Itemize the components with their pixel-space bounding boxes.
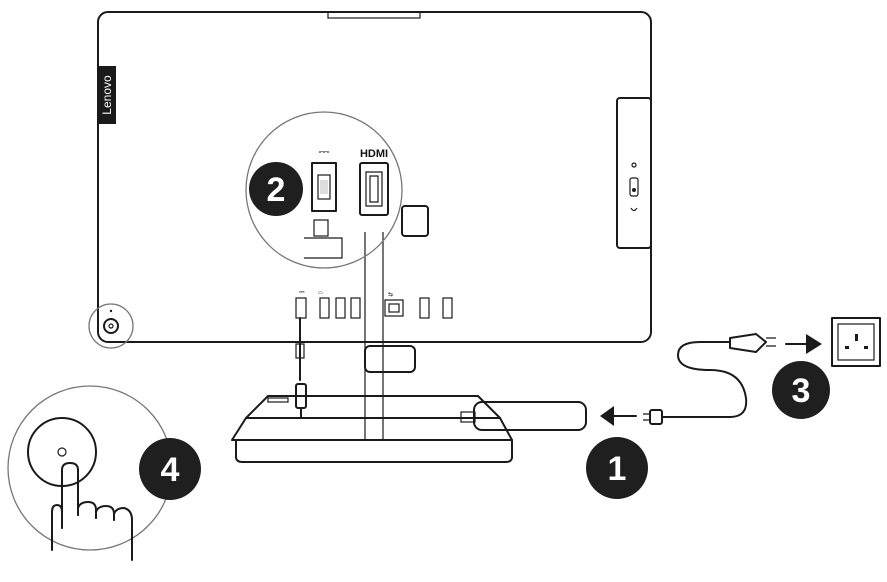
power-adapter — [460, 401, 587, 431]
arrow-to-outlet — [785, 334, 822, 354]
side-control-panel — [616, 97, 652, 249]
power-cable — [295, 317, 471, 419]
wall-outlet — [831, 317, 881, 367]
lenovo-logo: Lenovo — [97, 66, 116, 124]
monitor-stand — [231, 205, 513, 463]
rear-port-row: ⎓ ▭ ⇆ — [295, 289, 453, 319]
svg-text:⎓: ⎓ — [299, 289, 305, 296]
step-badge-1: 1 — [586, 437, 648, 499]
svg-text:▭: ▭ — [318, 290, 323, 296]
hdmi-label: HDMI — [360, 148, 388, 160]
power-button-callout — [88, 303, 134, 349]
monitor-back: Lenovo ⎓ ▭ ⇆ — [88, 11, 652, 349]
step-number-2: 2 — [267, 171, 286, 209]
power-port-symbol: ⎓ — [318, 143, 329, 159]
step-number-4: 4 — [161, 451, 180, 489]
step-badge-2: 2 — [249, 162, 303, 216]
step-number-3: 3 — [792, 372, 811, 410]
port-zoom-callout: ⎓ HDMI — [245, 111, 403, 269]
lenovo-logo-text: Lenovo — [100, 75, 114, 115]
arrow-to-adapter — [600, 406, 637, 426]
svg-text:⇆: ⇆ — [388, 291, 393, 298]
ac-cord — [643, 333, 776, 425]
step-number-1: 1 — [608, 450, 627, 488]
step-badge-3: 3 — [772, 361, 830, 419]
step-badge-4: 4 — [139, 438, 201, 500]
